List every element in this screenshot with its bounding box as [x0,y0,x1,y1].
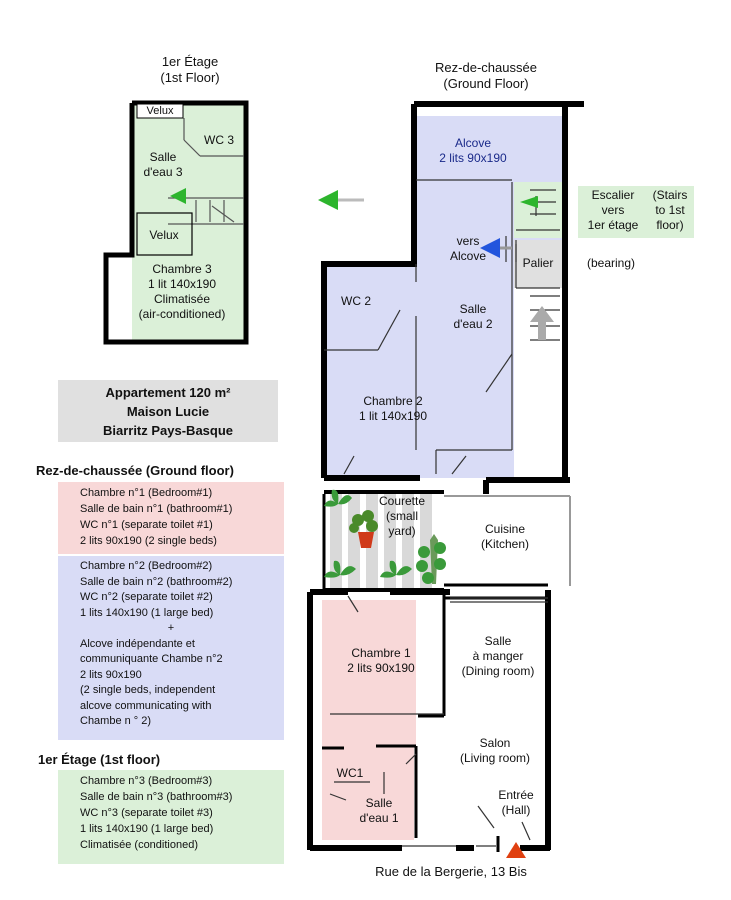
chambre1-area [322,600,416,748]
first-floor-title: 1er Étage(1st Floor) [160,54,220,85]
wc2-label: WC 2 [341,294,371,308]
legend-room2: Chambre n°2 (Bedroom#2)Salle de bain n°2… [58,556,284,740]
legend-room1: Chambre n°1 (Bedroom#1)Salle de bain n°1… [58,482,284,554]
ground-floor-title: Rez-de-chaussée(Ground Floor) [435,60,537,91]
palier-label: Palier [522,256,554,270]
wc1-label: WC1 [336,766,364,780]
escalier-label [578,186,694,238]
legend-ground-title: Rez-de-chaussée (Ground floor) [36,463,234,478]
velux-mid-label: Velux [149,228,179,242]
chambre1-area-b [322,748,414,840]
wc3-label: WC 3 [204,133,234,147]
velux-top-label: Velux [146,105,174,117]
salon-label: Salon(Living room) [459,736,531,765]
legend-room3: Chambre n°3 (Bedroom#3)Salle de bain n°3… [58,770,284,864]
cuisine-label: Cuisine(Kitchen) [480,522,530,551]
address-label: Rue de la Bergerie, 13 Bis [375,864,527,879]
stairs-area [514,182,562,238]
entree-label: Entrée(Hall) [498,788,534,817]
palier-area [514,240,562,288]
legend-first-title: 1er Étage (1st floor) [38,752,161,767]
salle2-area [416,180,514,478]
bearing-label: (bearing) [586,256,636,270]
